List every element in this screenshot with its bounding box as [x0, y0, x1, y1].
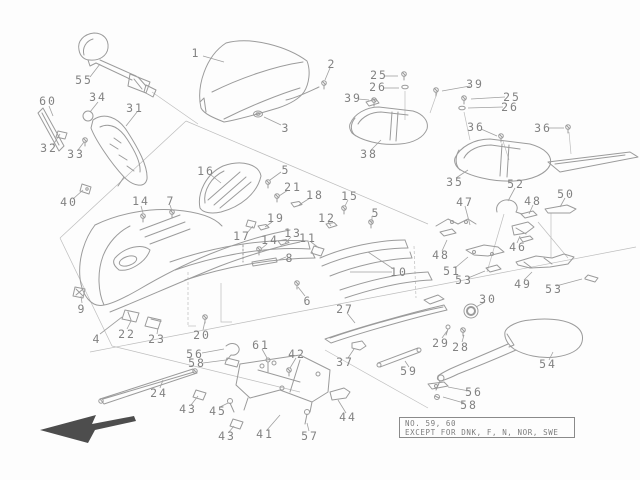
part-number-label: 29	[432, 336, 450, 350]
part-number-label: 35	[446, 175, 464, 189]
reflector-strips	[98, 347, 422, 405]
part-number-label: 9	[77, 302, 87, 316]
part-number-label: 43	[218, 429, 236, 443]
note-line-2: EXCEPT FOR DNK, F, N, NOR, SWE	[405, 428, 559, 437]
part-number-label: 32	[40, 141, 58, 155]
part-number-label: 13	[284, 226, 302, 240]
part-number-label: 45	[209, 404, 227, 418]
part-number-label: 27	[336, 302, 354, 316]
note-line-1: NO. 59, 60	[405, 419, 457, 428]
part-number-label: 57	[301, 429, 319, 443]
part-number-label: 48	[432, 248, 450, 262]
market-note-box: NO. 59, 60 EXCEPT FOR DNK, F, N, NOR, SW…	[399, 417, 575, 438]
front-cowl-part	[72, 209, 316, 330]
part-number-label: 14	[132, 194, 150, 208]
part-number-label: 42	[288, 347, 306, 361]
part-number-label: 19	[267, 211, 285, 225]
part-number-label: 31	[126, 101, 144, 115]
part-number-label: 18	[306, 188, 324, 202]
stay-bracket-group	[192, 343, 351, 430]
part-number-label: 61	[252, 338, 270, 352]
part-number-label: 7	[166, 194, 176, 208]
part-number-label: 60	[39, 94, 57, 108]
part-number-label: 41	[256, 427, 274, 441]
part-number-label: 55	[75, 73, 93, 87]
part-number-label: 26	[369, 80, 387, 94]
leader-lines	[48, 55, 583, 433]
part-number-label: 47	[456, 195, 474, 209]
part-number-label: 46	[509, 240, 527, 254]
part-number-label: 44	[339, 410, 357, 424]
part-number-label: 58	[188, 356, 206, 370]
part-number-label: 6	[303, 294, 313, 308]
part-number-label: 16	[197, 164, 215, 178]
part-number-label: 37	[336, 355, 354, 369]
part-number-label: 33	[67, 147, 85, 161]
bracket-cluster	[435, 199, 599, 283]
part-number-label: 48	[524, 194, 542, 208]
part-number-label: 5	[371, 206, 381, 220]
part-number-label: 28	[452, 340, 470, 354]
part-number-label: 50	[557, 187, 575, 201]
part-number-label: 5	[281, 163, 291, 177]
part-number-label: 25	[370, 68, 388, 82]
center-panel-16-group	[140, 162, 374, 290]
part-number-label: 3	[281, 121, 291, 135]
part-number-label: 43	[179, 402, 197, 416]
part-number-label: 8	[285, 251, 295, 265]
part-number-label: 11	[299, 231, 317, 245]
part-number-label: 49	[514, 277, 532, 291]
part-number-label: 17	[233, 229, 251, 243]
right-mirror-group	[427, 318, 583, 400]
part-number-label: 39	[344, 91, 362, 105]
part-number-label: 20	[193, 328, 211, 342]
part-number-label: 12	[318, 211, 336, 225]
inner-panel-31-group	[37, 107, 148, 195]
part-number-label: 14	[261, 233, 279, 247]
part-number-label: 34	[89, 90, 107, 104]
left-mirror-part	[78, 32, 157, 98]
part-number-label: 56	[465, 385, 483, 399]
part-number-label: 39	[466, 77, 484, 91]
part-number-label: 21	[284, 180, 302, 194]
part-number-label: 15	[341, 189, 359, 203]
side-panel-stack	[319, 239, 433, 299]
part-number-label: 59	[400, 364, 418, 378]
part-number-label: 51	[443, 264, 461, 278]
part-number-label: 40	[60, 195, 78, 209]
part-number-label: 23	[148, 332, 166, 346]
part-number-label: 22	[118, 327, 136, 341]
part-number-label: 54	[539, 357, 557, 371]
part-number-label: 2	[327, 57, 337, 71]
trim-strip-27-group	[324, 294, 479, 351]
part-number-label: 4	[92, 332, 102, 346]
part-number-label: 36	[467, 120, 485, 134]
part-number-label: 36	[534, 121, 552, 135]
front-direction-arrow	[40, 415, 136, 443]
part-number-label: 52	[507, 177, 525, 191]
part-number-label: 24	[150, 386, 168, 400]
part-number-label: 56	[186, 347, 204, 361]
part-number-label: 38	[360, 147, 378, 161]
part-number-label: 25	[503, 90, 521, 104]
part-number-label: 53	[545, 282, 563, 296]
windshield-part	[199, 40, 327, 123]
part-number-label: 53	[455, 273, 473, 287]
part-number-label: 1	[191, 46, 201, 60]
part-number-label: 26	[501, 100, 519, 114]
air-duct-group	[349, 71, 639, 182]
part-number-label: 30	[479, 292, 497, 306]
part-number-label: 10	[390, 265, 408, 279]
part-number-label: 58	[460, 398, 478, 412]
